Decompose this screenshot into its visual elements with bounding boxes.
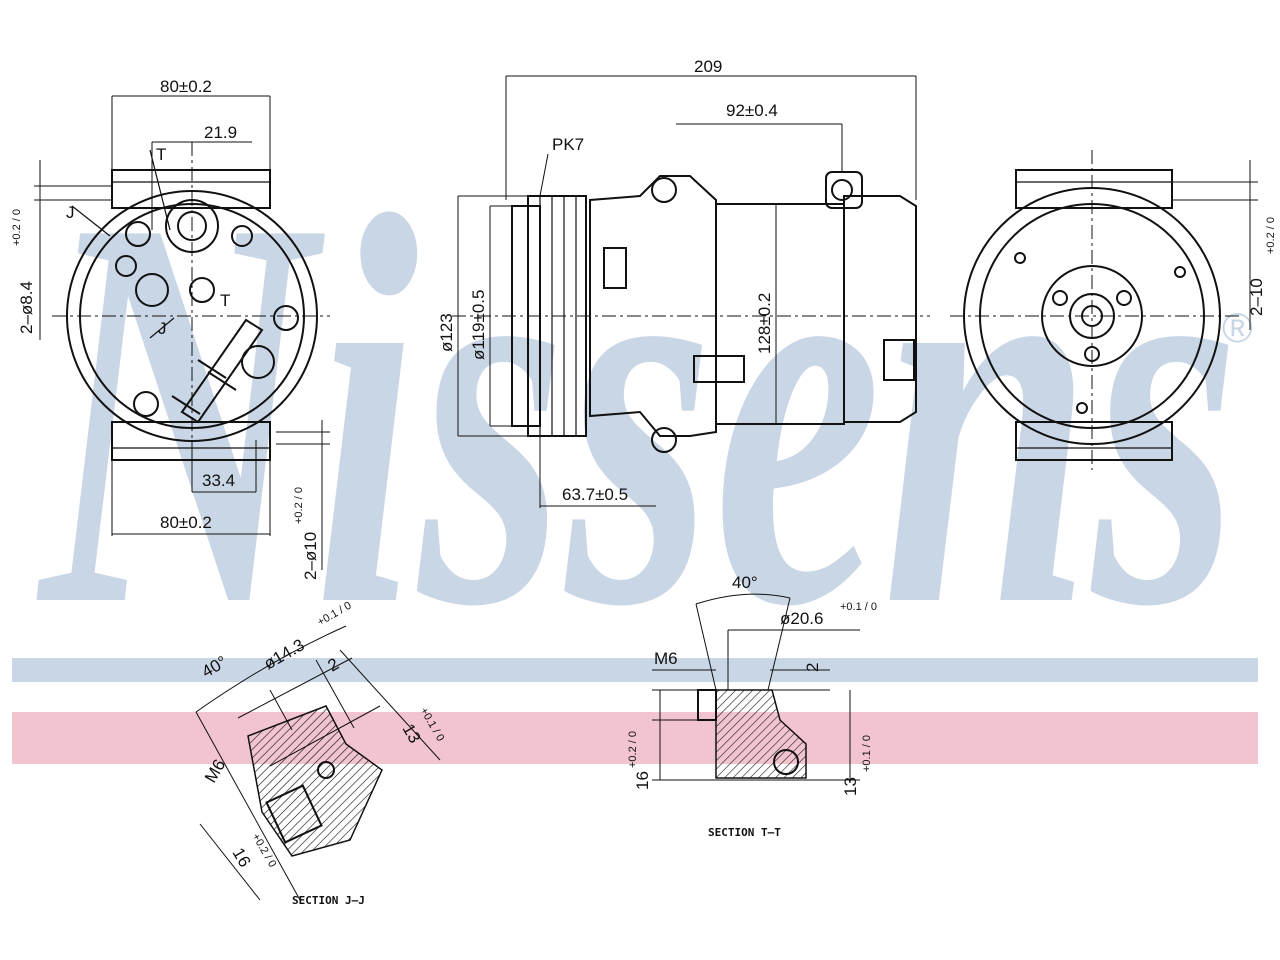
section-j-title: SECTION J–J (292, 894, 365, 907)
side-dim-pulley: ø119±0.5 (469, 290, 488, 360)
side-dim-pulley-offset: 63.7±0.5 (562, 485, 628, 504)
section-t-title: SECTION T–T (708, 826, 781, 839)
section-t-thread: M6 (654, 649, 678, 668)
front-view-labels: 80±0.2 21.9 T T J J 2–ø8.4 +0.2 / 0 33.4… (11, 77, 320, 580)
section-j-height-b-tol: +0.2 / 0 (249, 832, 278, 870)
registered-mark: ® (1222, 304, 1253, 351)
front-label-t2: T (220, 291, 230, 310)
section-t-view (652, 593, 860, 781)
front-dim-offset: 21.9 (204, 123, 237, 142)
side-view-labels: 209 92±0.4 PK7 ø123 ø119±0.5 128±0.2 63.… (437, 57, 778, 504)
side-view (452, 75, 930, 508)
side-dim-outer: ø123 (437, 313, 456, 352)
section-t-labels: 40° ø20.6 +0.1 / 0 2 M6 16 +0.2 / 0 13 +… (627, 573, 877, 839)
front-dim-top-width: 80±0.2 (160, 77, 212, 96)
section-j-height-b: 16 (229, 845, 255, 871)
front-dim-hole-tol: +0.2 / 0 (11, 209, 23, 246)
section-t-height-b: 13 (841, 777, 860, 796)
front-dim-bottom-offset: 33.4 (202, 471, 235, 490)
front-dim-bottom-hole-tol: +0.2 / 0 (293, 487, 305, 524)
section-t-height-a: 16 (633, 771, 652, 790)
front-label-j1: J (66, 203, 75, 222)
rear-dim-hole: 2–10 (1247, 278, 1266, 316)
rear-view-labels: 2–10 +0.2 / 0 (1247, 217, 1277, 316)
front-dim-bottom-hole: 2–ø10 (301, 532, 320, 580)
side-dim-mount: 92±0.4 (726, 101, 778, 120)
section-t-bore: ø20.6 (780, 609, 823, 628)
side-dim-body: 128±0.2 (755, 293, 774, 354)
rear-view (950, 150, 1258, 470)
section-j-view (195, 625, 441, 901)
section-t-bore-tol: +0.1 / 0 (840, 601, 877, 613)
rear-dim-hole-tol: +0.2 / 0 (1265, 217, 1277, 254)
front-label-t1: T (156, 145, 166, 164)
section-t-height-b-tol: +0.1 / 0 (861, 735, 873, 772)
side-dim-length: 209 (694, 57, 722, 76)
front-dim-bottom-width: 80±0.2 (160, 513, 212, 532)
section-t-height-a-tol: +0.2 / 0 (627, 731, 639, 768)
stripe-blue (12, 658, 1258, 682)
brand-watermark: Nissens ® (12, 102, 1258, 764)
section-t-angle: 40° (732, 573, 758, 592)
front-view (34, 95, 330, 570)
section-t-depth: 2 (803, 663, 822, 672)
front-dim-hole: 2–ø8.4 (17, 281, 36, 334)
front-label-j2: J (158, 319, 167, 338)
side-pulley-label: PK7 (552, 135, 584, 154)
